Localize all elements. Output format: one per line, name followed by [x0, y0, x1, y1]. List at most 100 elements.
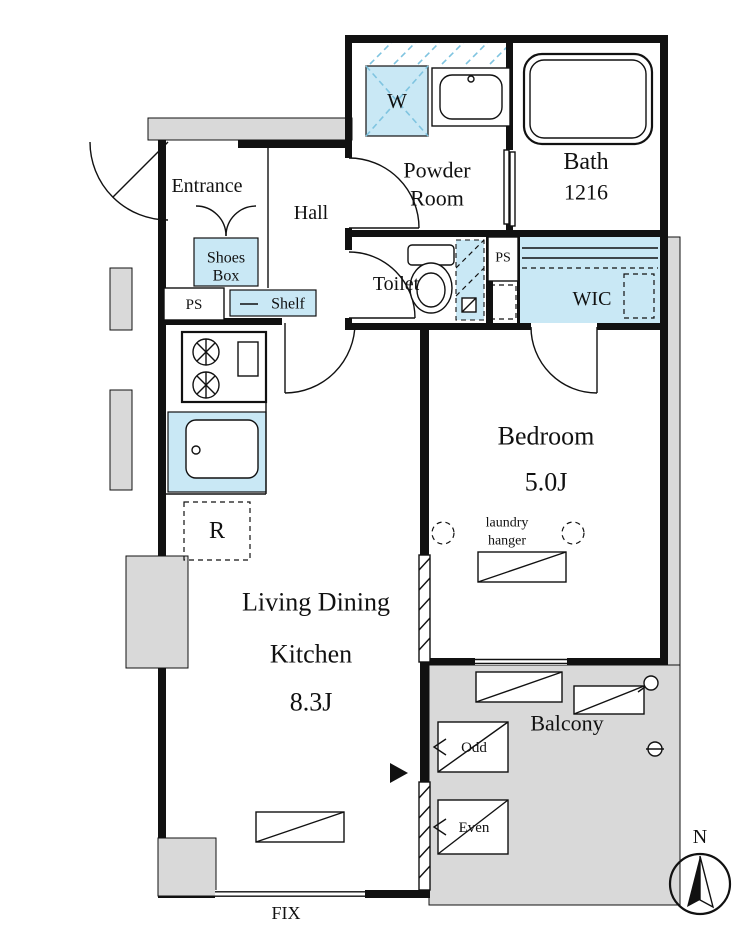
- balcony-label: Balcony: [530, 711, 603, 736]
- wall-bedroom-top-right: [597, 323, 668, 330]
- compass-needle-light: [699, 855, 715, 909]
- vanity-faucet-icon: [467, 75, 475, 83]
- laundry-hanger-label-2: hanger: [488, 534, 526, 549]
- shoes-box-label-2: Box: [213, 268, 240, 285]
- pillar-bottom-left: [157, 837, 217, 897]
- wall-entrance-top: [238, 140, 352, 148]
- powder-door-arc: [348, 157, 420, 229]
- washer-hatch-2: [365, 65, 429, 137]
- wic-floor: [520, 237, 660, 323]
- wall-ldk-bedroom-upper: [420, 330, 429, 555]
- powder-room-label-2: Room: [410, 186, 464, 211]
- refrigerator-label: R: [209, 518, 225, 544]
- bath-size-label: 1216: [564, 180, 608, 205]
- bedroom-sliding-door: [418, 554, 431, 663]
- shoes-box-door-left: [195, 205, 227, 237]
- sliding-doors: [390, 554, 431, 891]
- kitchen-faucet-icon: [191, 445, 201, 455]
- ps-wic-box: [487, 236, 519, 282]
- fixtures: [163, 52, 654, 843]
- hatch-odd-label: Odd: [461, 740, 487, 756]
- toilet-side-hatch-1: [455, 239, 485, 269]
- bath-door-panel-1: [503, 149, 510, 225]
- bedroom-window-gap: [475, 658, 567, 665]
- wall-bedroom-bottom-right: [567, 658, 668, 665]
- entrance-door-leaf: [112, 141, 169, 198]
- stove-grill: [237, 341, 259, 377]
- hatch-odd-diagonal: [437, 721, 509, 773]
- vanity-sink-icon: [439, 74, 503, 120]
- hatch-even-diagonal: [437, 799, 509, 855]
- ldk-size-label: 8.3J: [290, 688, 333, 717]
- exterior-left-strip-1: [109, 267, 133, 331]
- exterior-structure: [109, 117, 681, 668]
- wall-right: [660, 35, 668, 665]
- hose-bib-tick: [637, 686, 646, 693]
- balcony-window-box-1-diagonal: [475, 671, 563, 703]
- wall-ldk-balcony-mid: [420, 662, 429, 782]
- wall-powder-left-upper: [345, 35, 352, 158]
- ps-wic-dashed-box: [489, 284, 517, 320]
- shelf-label: Shelf: [271, 296, 305, 313]
- balcony-area: [428, 664, 681, 906]
- hose-bib-icon: [643, 675, 659, 691]
- bathtub-inner: [529, 59, 647, 139]
- windows: [215, 658, 567, 898]
- bathtub-icon: [522, 52, 654, 146]
- wic-door-arc: [530, 326, 598, 394]
- compass-north-label: N: [693, 826, 707, 848]
- bath-label: Bath: [563, 149, 608, 175]
- balcony-window-box-2-diagonal: [573, 685, 645, 715]
- exterior-right-strip: [665, 236, 681, 668]
- outlet-diagonal: [461, 297, 477, 313]
- powder-top-hatch: [369, 41, 513, 65]
- hall-door-arc: [284, 322, 356, 394]
- door-position-marker: [390, 763, 408, 783]
- fix-window-gap: [215, 890, 365, 898]
- hall-label: Hall: [294, 202, 329, 224]
- labels: Entrance Shoes Box Hall Shelf PS W Powde…: [171, 89, 707, 923]
- wall-bedroom-bottom-left: [424, 658, 475, 665]
- shoes-box-label-1: Shoes: [207, 250, 245, 267]
- toilet-label: Toilet: [373, 273, 420, 295]
- ps-entrance-box: [163, 287, 225, 321]
- washer-label: W: [387, 89, 407, 113]
- shoes-box-door-right: [225, 205, 257, 237]
- toilet-door-arc: [348, 251, 416, 319]
- hatch-even-arrow-icon: [432, 818, 447, 836]
- fix-window-label: FIX: [271, 903, 300, 923]
- bath-door-panel-2: [509, 151, 516, 227]
- toilet-bowl-inner: [416, 272, 446, 308]
- wall-bedroom-top-left: [345, 323, 531, 330]
- ps-entrance-label: PS: [186, 297, 203, 313]
- shoes-box: [193, 237, 259, 287]
- bedroom-label: Bedroom: [498, 422, 595, 451]
- hatch-even-label: Even: [459, 820, 490, 836]
- laundry-hanger-bar-diagonal: [477, 551, 567, 583]
- laundry-hook-left-icon: [431, 521, 455, 545]
- toilet-tank: [407, 244, 455, 266]
- bedroom-size-label: 5.0J: [525, 468, 568, 497]
- laundry-hook-right-icon: [561, 521, 585, 545]
- laundry-hanger-label-1: laundry: [486, 516, 529, 531]
- swing-doors: [89, 141, 598, 394]
- stove-burner-1: [192, 338, 220, 366]
- ldk-label-1: Living Dining: [242, 588, 390, 617]
- balcony-sliding-door: [418, 781, 431, 891]
- exterior-left-strip-2: [109, 389, 133, 491]
- powder-room-label-1: Powder: [403, 158, 471, 183]
- entrance-door-arc: [89, 141, 169, 221]
- ldk-low-window-diagonal: [255, 811, 345, 843]
- hatch-odd-arrow-icon: [432, 738, 447, 756]
- shelf-box: [229, 289, 317, 317]
- stove-burner-2: [192, 371, 220, 399]
- ps-wic-label: PS: [495, 251, 511, 266]
- ldk-label-2: Kitchen: [270, 640, 352, 669]
- wall-bath-left-lower: [506, 224, 513, 237]
- wall-powder-left-mid: [345, 228, 352, 250]
- wall-hall-bottom: [158, 318, 282, 325]
- compass-icon: [668, 852, 732, 916]
- kitchen-sink-icon: [185, 419, 259, 479]
